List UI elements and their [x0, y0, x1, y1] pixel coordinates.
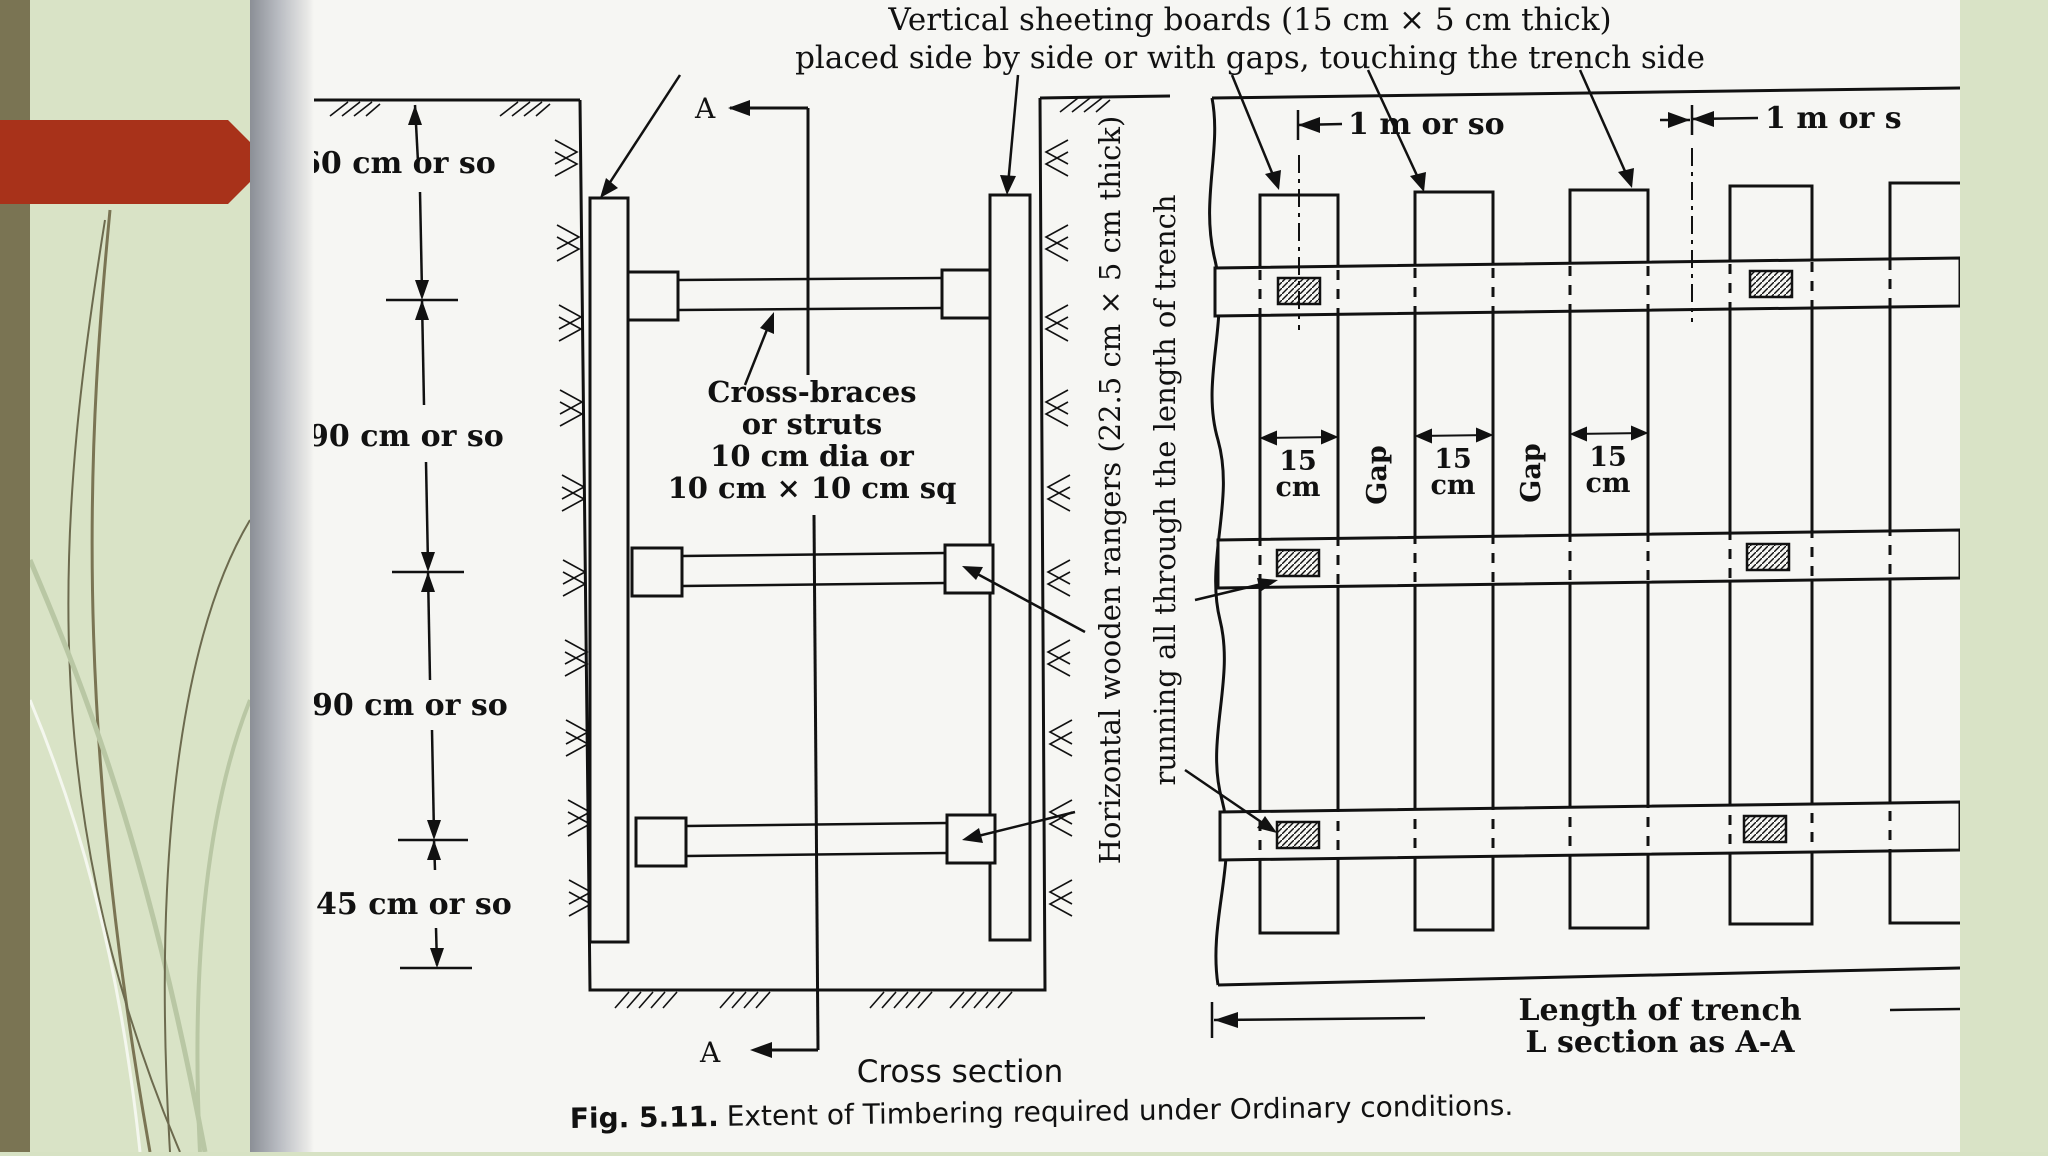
top-label-line1: Vertical sheeting boards (15 cm × 5 cm t…	[887, 2, 1611, 38]
rangers-label-2: running all through the length of trench	[1148, 194, 1182, 785]
right-decor-panel	[1960, 0, 2048, 1152]
struts-leader	[743, 312, 774, 386]
spacing-label-2: 1 m or s	[1765, 101, 1902, 136]
ground-line-l-section	[1211, 86, 1960, 100]
section-line-a-a	[728, 100, 820, 1058]
ground-hatch-bottom	[614, 991, 1013, 1009]
length-dimension	[1210, 1002, 1960, 1038]
struts-label-3: 10 cm dia or	[710, 439, 914, 473]
spacing-dimension	[1296, 105, 1759, 140]
strut-centerlines	[1298, 148, 1693, 330]
timbering-diagram: Vertical sheeting boards (15 cm × 5 cm t…	[300, 2, 1960, 1135]
soil-hatch-right	[1044, 139, 1073, 917]
board-width-number-1: 15	[1279, 446, 1317, 477]
sheeting-board-left	[588, 196, 630, 944]
section-mark-bottom: A	[699, 1036, 721, 1069]
struts-label-4: 10 cm × 10 cm sq	[668, 471, 957, 505]
figure-area: Vertical sheeting boards (15 cm × 5 cm t…	[250, 0, 1960, 1152]
soil-hatch-left	[554, 139, 593, 917]
length-label-2: L section as A-A	[1525, 1025, 1795, 1060]
ground-line-right	[1039, 94, 1171, 100]
scan-edge-shadow	[250, 0, 314, 1152]
top-label-line2: placed side by side or with gaps, touchi…	[795, 40, 1705, 76]
rangers-leaders-right	[1184, 578, 1278, 833]
board-width-unit-2: cm	[1430, 470, 1475, 501]
struts-label-1: Cross-braces	[707, 375, 916, 409]
board-hidden-edges	[1258, 260, 1892, 860]
gap-label-1: Gap	[1362, 445, 1393, 504]
depth-label-4: 45 cm or so	[316, 887, 512, 922]
rangers-leaders-left	[962, 566, 1086, 843]
sheeting-board-right	[988, 193, 1032, 942]
caption-number: Fig. 5.11.	[570, 1100, 719, 1135]
decorative-stems	[27, 209, 252, 1153]
ground-hatch-top	[329, 97, 1111, 117]
caption-text: Extent of Timbering required under Ordin…	[726, 1089, 1513, 1133]
cross-section-drawing: A A	[300, 69, 1634, 1090]
depth-label-3: 90 cm or so	[312, 688, 508, 723]
length-label-1: Length of trench	[1518, 993, 1801, 1028]
struts-label-2: or struts	[742, 407, 883, 441]
rangers-label-1: Horizontal wooden rangers (22.5 cm × 5 c…	[1093, 116, 1127, 865]
depth-dimension-chain	[386, 104, 472, 970]
section-mark-top: A	[694, 92, 716, 125]
accent-tab	[0, 120, 250, 204]
top-label-leaders	[600, 69, 1634, 198]
board-width-unit-1: cm	[1275, 472, 1320, 503]
longitudinal-section-drawing: 1 m or so 1 m or s 15 cm 15 cm 15 cm Gap…	[1184, 86, 1960, 1060]
board-width-dims	[1259, 425, 1649, 446]
board-width-unit-3: cm	[1585, 468, 1630, 499]
figure-caption: Fig. 5.11.Extent of Timbering required u…	[570, 1089, 1514, 1135]
board-width-number-2: 15	[1434, 444, 1472, 475]
depth-label-2: 90 cm or so	[308, 419, 504, 454]
spacing-label-1: 1 m or so	[1348, 107, 1505, 142]
trench-bottom-l-section	[1217, 966, 1960, 987]
depth-label-1: 60 cm or so	[300, 146, 496, 181]
strut-row-2	[630, 543, 995, 598]
cross-section-label: Cross section	[857, 1054, 1063, 1090]
strut-row-1	[626, 268, 992, 322]
gap-label-2: Gap	[1516, 443, 1547, 502]
board-width-number-3: 15	[1589, 442, 1627, 473]
